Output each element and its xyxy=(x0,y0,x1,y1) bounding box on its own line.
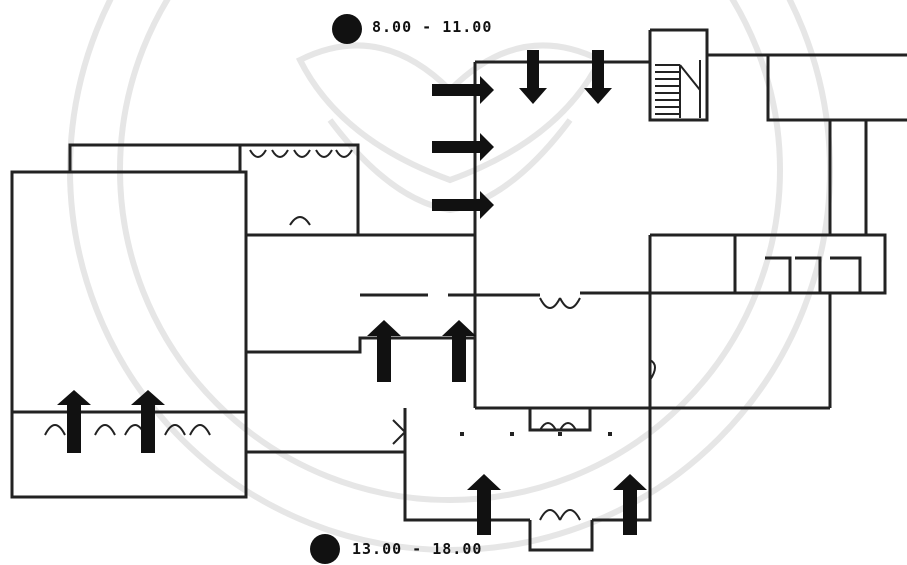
morning-entry-arrows xyxy=(432,50,612,219)
arrow-up-6 xyxy=(613,474,647,535)
morning-marker-dot xyxy=(332,14,362,44)
columns xyxy=(460,432,612,436)
arrow-up-1 xyxy=(57,390,91,453)
afternoon-marker-dot xyxy=(310,534,340,564)
arrow-up-5 xyxy=(467,474,501,535)
watermark-seal xyxy=(67,0,833,553)
door-swings xyxy=(44,149,656,521)
arrow-down-2 xyxy=(584,50,612,104)
arrow-right-3 xyxy=(432,191,494,219)
arrow-up-3 xyxy=(367,320,401,382)
afternoon-entry-arrows xyxy=(57,320,647,535)
arrow-up-4 xyxy=(442,320,476,382)
staircase xyxy=(655,60,701,118)
arrow-down-1 xyxy=(519,50,547,104)
afternoon-time-label: 13.00 - 18.00 xyxy=(352,540,483,558)
arrow-right-2 xyxy=(432,133,494,161)
arrow-right-1 xyxy=(432,76,494,104)
arrow-up-2 xyxy=(131,390,165,453)
walls xyxy=(10,28,907,552)
morning-time-label: 8.00 - 11.00 xyxy=(372,18,493,36)
